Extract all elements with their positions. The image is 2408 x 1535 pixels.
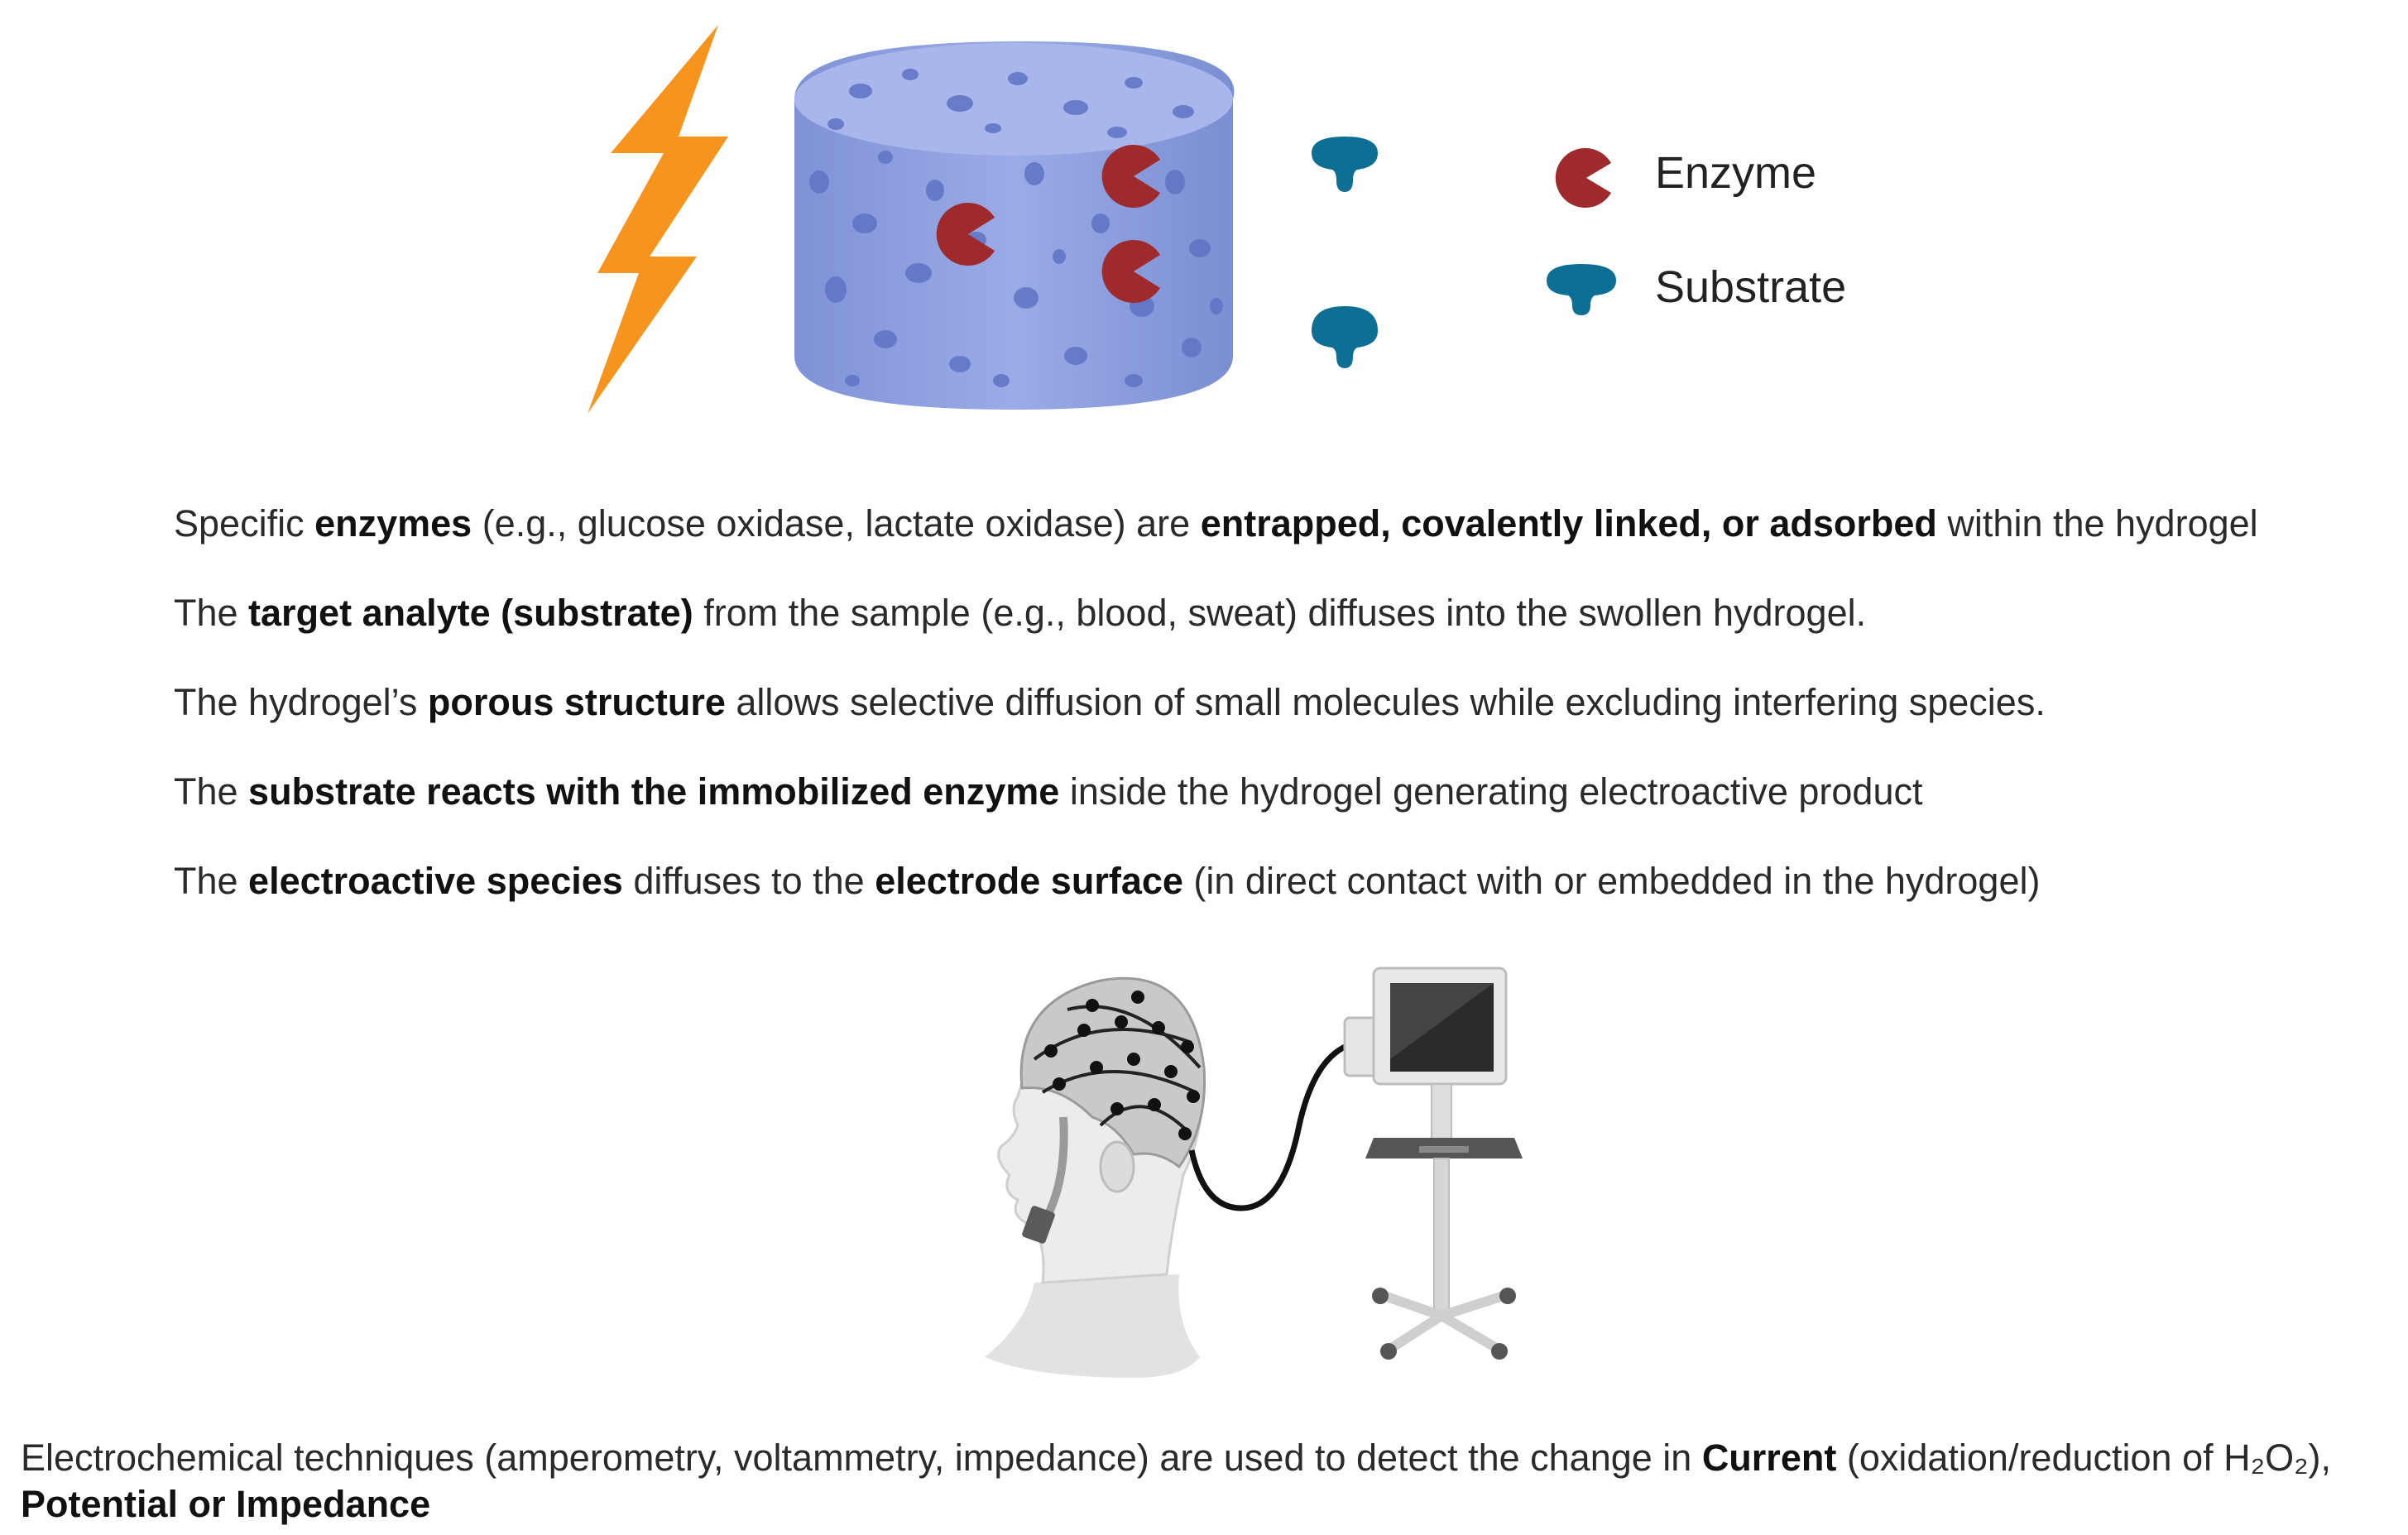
substrate-legend-label: Substrate (1655, 262, 1847, 312)
enzyme-legend-icon (1555, 147, 1611, 208)
step-2-text: The target analyte (substrate) from the … (174, 590, 1866, 636)
text-run: Specific (174, 502, 315, 544)
text-run: diffuses to the (622, 860, 875, 902)
bold-text-run: electrode surface (875, 860, 1183, 902)
substrate-legend-icon (1547, 264, 1616, 315)
bold-text-run: electroactive species (248, 860, 623, 902)
bold-text-run: Current (1701, 1437, 1837, 1479)
step-1-text: Specific enzymes (e.g., glucose oxidase,… (174, 501, 2258, 547)
text-run: allows selective diffusion of small mole… (725, 681, 2046, 723)
bold-text-run: Potential or Impedance (21, 1483, 431, 1525)
step-4-text: The substrate reacts with the immobilize… (174, 769, 1922, 815)
step-3-text: The hydrogel’s porous structure allows s… (174, 679, 2046, 726)
text-run: within the hydrogel (1936, 502, 2258, 544)
substrate-icon (1312, 306, 1378, 368)
porous-hydrogel-cylinder (794, 41, 1235, 410)
bold-text-run: enzymes (314, 502, 472, 544)
bold-text-run: target analyte (substrate) (248, 592, 693, 634)
text-run: (e.g., glucose oxidase, lactate oxidase)… (472, 502, 1201, 544)
bold-text-run: entrapped, covalently linked, or adsorbe… (1200, 502, 1937, 544)
eeg-cap-head-illustration (985, 967, 1523, 1378)
text-run: inside the hydrogel generating electroac… (1059, 770, 1923, 813)
substrate-icon (1312, 137, 1378, 192)
step-5-text: The electroactive species diffuses to th… (174, 858, 2040, 904)
footer-text: Electrochemical techniques (amperometry,… (21, 1435, 2404, 1528)
text-run: The (174, 770, 249, 813)
text-run: The (174, 860, 249, 902)
text-run: from the sample (e.g., blood, sweat) dif… (693, 592, 1867, 634)
bold-text-run: substrate reacts with the immobilized en… (248, 770, 1060, 813)
text-run: (oxidation/reduction of H₂O₂), (1836, 1437, 2332, 1479)
bold-text-run: porous structure (427, 681, 726, 723)
lightning-bolt-icon (588, 25, 728, 414)
text-run: The (174, 592, 249, 634)
text-run: Electrochemical techniques (amperometry,… (21, 1437, 1702, 1479)
text-run: The hydrogel’s (174, 681, 428, 723)
enzyme-legend-label: Enzyme (1655, 148, 1817, 198)
text-run: (in direct contact with or embedded in t… (1182, 860, 2041, 902)
